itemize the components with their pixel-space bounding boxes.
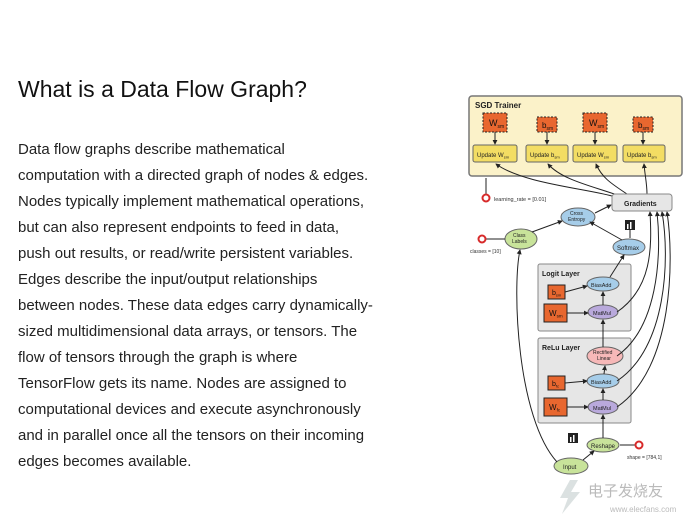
relu-layer-title: ReLu Layer bbox=[542, 345, 580, 352]
logit-bias-node: bsm bbox=[547, 284, 566, 300]
shape-label: shape = [784,1] bbox=[627, 455, 662, 461]
sgd-bias-node: bsm bbox=[632, 116, 654, 133]
body-line: TensorFlow gets its name. Nodes are assi… bbox=[18, 375, 347, 392]
svg-text:Linear: Linear bbox=[597, 356, 611, 362]
classes-dot bbox=[477, 234, 487, 244]
svg-text:Input: Input bbox=[563, 465, 577, 471]
svg-text:MatMul: MatMul bbox=[593, 311, 611, 317]
sgd-bias-node: bsm bbox=[536, 116, 558, 133]
svg-text:bfc: bfc bbox=[552, 381, 559, 389]
body-paragraph: Data flow graphs describe mathematical c… bbox=[18, 137, 378, 475]
logit-weight-node: Wsm bbox=[543, 303, 568, 323]
data-flow-diagram-svg: SGD Trainer Wsm bsm Wsm bsm Update Wsm U… bbox=[468, 95, 683, 475]
svg-text:bsm: bsm bbox=[542, 121, 553, 132]
svg-text:Update bsm: Update bsm bbox=[530, 153, 560, 160]
body-line: but can also represent endpoints to feed… bbox=[18, 219, 340, 236]
page-title: What is a Data Flow Graph? bbox=[18, 76, 307, 102]
classes-label: classes = [10] bbox=[470, 249, 501, 255]
shape-dot bbox=[634, 440, 644, 450]
sgd-weight-node: Wsm bbox=[582, 112, 608, 133]
body-line: between nodes. These data edges carry dy… bbox=[18, 297, 373, 314]
svg-text:Update Wsm: Update Wsm bbox=[577, 153, 610, 160]
body-line: flow of tensors through the graph is whe… bbox=[18, 349, 298, 366]
softmax-node: Softmax bbox=[612, 238, 646, 256]
svg-text:Class: Class bbox=[513, 233, 526, 239]
summary-icon bbox=[625, 220, 635, 230]
data-flow-diagram: SGD Trainer Wsm bsm Wsm bsm Update Wsm U… bbox=[462, 88, 692, 483]
watermark: 电子发烧友 www.elecfans.com bbox=[548, 470, 698, 520]
update-node: Update Wsm bbox=[472, 144, 518, 163]
body-line: Data flow graphs describe mathematical bbox=[18, 141, 285, 158]
body-line: Edges describe the input/output relation… bbox=[18, 271, 318, 288]
body-line: Nodes typically implement mathematical o… bbox=[18, 193, 364, 210]
svg-text:bsm: bsm bbox=[638, 121, 649, 132]
relu-bias-node: bfc bbox=[547, 375, 566, 391]
relu-weight-node: Wfc bbox=[543, 397, 568, 417]
svg-text:Softmax: Softmax bbox=[617, 246, 639, 252]
sgd-trainer-title: SGD Trainer bbox=[475, 101, 521, 110]
svg-text:bsm: bsm bbox=[552, 290, 562, 298]
relu-biasadd-node: BiasAdd bbox=[586, 373, 620, 389]
svg-text:Reshape: Reshape bbox=[591, 444, 616, 450]
svg-text:Update Wsm: Update Wsm bbox=[477, 153, 510, 160]
svg-text:Rectified: Rectified bbox=[593, 350, 613, 356]
svg-text:Wsm: Wsm bbox=[589, 118, 604, 130]
body-line: computational devices and execute asynch… bbox=[18, 401, 361, 418]
svg-text:Gradients: Gradients bbox=[624, 201, 657, 208]
svg-text:Update bsm: Update bsm bbox=[627, 153, 657, 160]
rectified-linear-node: Rectified Linear bbox=[586, 346, 624, 366]
watermark-brand: 电子发烧友 bbox=[588, 483, 663, 500]
svg-text:Wsm: Wsm bbox=[489, 118, 504, 130]
svg-text:Entropy: Entropy bbox=[568, 217, 586, 223]
summary-icon bbox=[568, 433, 578, 443]
learning-rate-dot bbox=[481, 193, 491, 203]
logit-matmul-node: MatMul bbox=[587, 304, 619, 320]
body-line: push out results, or read/write persiste… bbox=[18, 245, 354, 262]
body-line: and in parallel once all the tensors on … bbox=[18, 427, 365, 444]
update-node: Update bsm bbox=[525, 144, 569, 163]
reshape-node: Reshape bbox=[586, 437, 620, 453]
body-line: computation with a directed graph of nod… bbox=[18, 167, 369, 184]
svg-text:BiasAdd: BiasAdd bbox=[591, 283, 612, 289]
cross-entropy-node: Cross Entropy bbox=[560, 207, 596, 227]
update-node: Update Wsm bbox=[572, 144, 618, 163]
sgd-weight-node: Wsm bbox=[482, 112, 508, 133]
relu-matmul-node: MatMul bbox=[587, 399, 619, 415]
input-node: Input bbox=[553, 457, 589, 475]
watermark-url: www.elecfans.com bbox=[609, 505, 677, 514]
gradients-node: Gradients bbox=[611, 193, 673, 212]
logit-biasadd-node: BiasAdd bbox=[586, 276, 620, 292]
svg-text:Cross: Cross bbox=[570, 211, 584, 217]
svg-text:Wfc: Wfc bbox=[549, 403, 561, 413]
body-line: edges becomes available. bbox=[18, 453, 192, 470]
learning-rate-label: learning_rate = [0.01] bbox=[494, 197, 547, 203]
svg-text:MatMul: MatMul bbox=[593, 406, 611, 412]
svg-text:BiasAdd: BiasAdd bbox=[591, 380, 612, 386]
svg-text:Wsm: Wsm bbox=[549, 309, 563, 319]
elecfans-logo-icon bbox=[560, 480, 580, 514]
update-node: Update bsm bbox=[622, 144, 666, 163]
body-line: sized multidimensional data arrays, or t… bbox=[18, 323, 358, 340]
logit-layer-title: Logit Layer bbox=[542, 271, 580, 278]
svg-text:Labels: Labels bbox=[512, 239, 527, 245]
